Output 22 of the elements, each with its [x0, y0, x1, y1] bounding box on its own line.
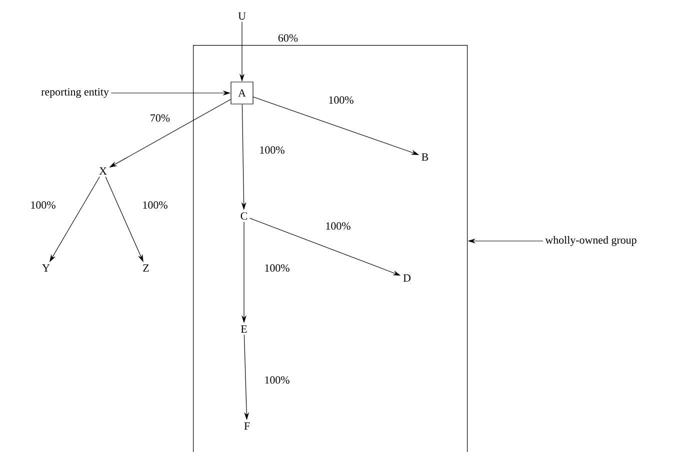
annotation-text: wholly-owned group [545, 236, 636, 246]
entity-box: A [230, 82, 254, 104]
edge-label: 100% [327, 95, 355, 105]
edge-label: 100% [324, 221, 352, 231]
edge-label: 60% [276, 33, 300, 43]
edge-label: 100% [141, 200, 169, 210]
entity-label: Z [143, 264, 149, 272]
entity-label: F [244, 422, 250, 430]
entity-label: U [238, 12, 246, 20]
edge-label: 70% [148, 113, 172, 123]
group-frame [193, 45, 468, 452]
entity-label: B [422, 153, 428, 161]
entity-label: X [99, 167, 107, 175]
entity-label: D [403, 274, 411, 282]
entity-label: E [240, 325, 247, 333]
edge-label: 100% [258, 145, 286, 155]
entity-label: C [240, 212, 248, 220]
entity-label: Y [42, 264, 50, 272]
edge-label: 100% [263, 375, 291, 385]
annotation-text: reporting entity [41, 88, 109, 98]
edge-label: 100% [263, 263, 291, 273]
edge-label: 100% [29, 200, 57, 210]
